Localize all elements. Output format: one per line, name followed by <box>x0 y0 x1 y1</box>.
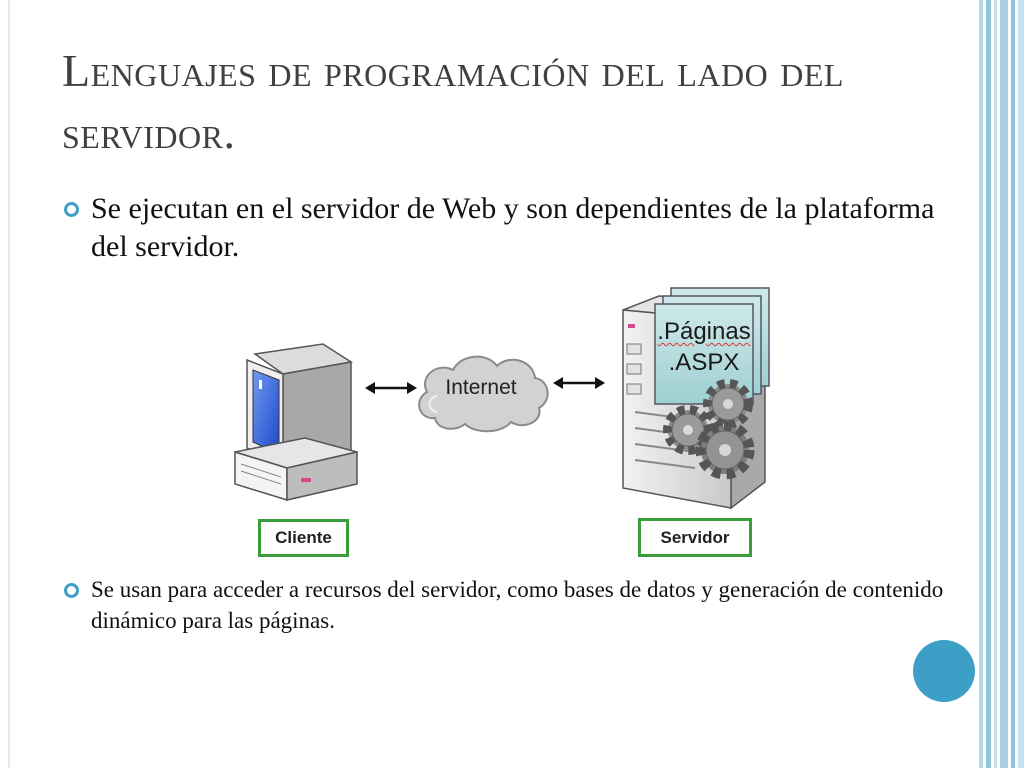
bullet-item: Se ejecutan en el servidor de Web y son … <box>64 190 944 266</box>
decorative-stripe <box>8 0 10 768</box>
bidirectional-arrow-icon <box>365 382 417 394</box>
decorative-stripe <box>979 0 983 768</box>
bullet-icon <box>64 583 79 598</box>
client-server-diagram: Internet .Páginas .ASPX Cliente Servidor <box>225 282 785 564</box>
bullet-icon <box>64 202 79 217</box>
internet-label: Internet <box>445 376 517 399</box>
bullet-text: Se usan para acceder a recursos del serv… <box>91 577 944 633</box>
pages-line-1: .Páginas <box>657 318 751 345</box>
decorative-stripe <box>1000 0 1008 768</box>
pages-line-2: .ASPX <box>668 349 740 376</box>
aspx-pages-label: .Páginas .ASPX <box>650 316 758 378</box>
server-label: Servidor <box>638 518 752 557</box>
bidirectional-arrow-icon <box>553 377 605 389</box>
client-label: Cliente <box>258 519 349 557</box>
bullet-text: Se ejecutan en el servidor de Web y son … <box>91 192 935 263</box>
aspx-pages-icon <box>654 287 770 405</box>
internet-cloud-icon <box>418 355 549 433</box>
decorative-stripe <box>994 0 997 768</box>
decorative-stripe <box>1018 0 1024 768</box>
decorative-stripe <box>986 0 991 768</box>
bullet-item: Se usan para acceder a recursos del serv… <box>64 574 964 636</box>
client-computer-icon <box>234 343 358 502</box>
slide-title: Lenguajes de programación del lado del s… <box>62 45 844 158</box>
gears-icon <box>663 379 755 480</box>
decorative-stripe <box>1011 0 1015 768</box>
decorative-circle <box>913 640 975 702</box>
